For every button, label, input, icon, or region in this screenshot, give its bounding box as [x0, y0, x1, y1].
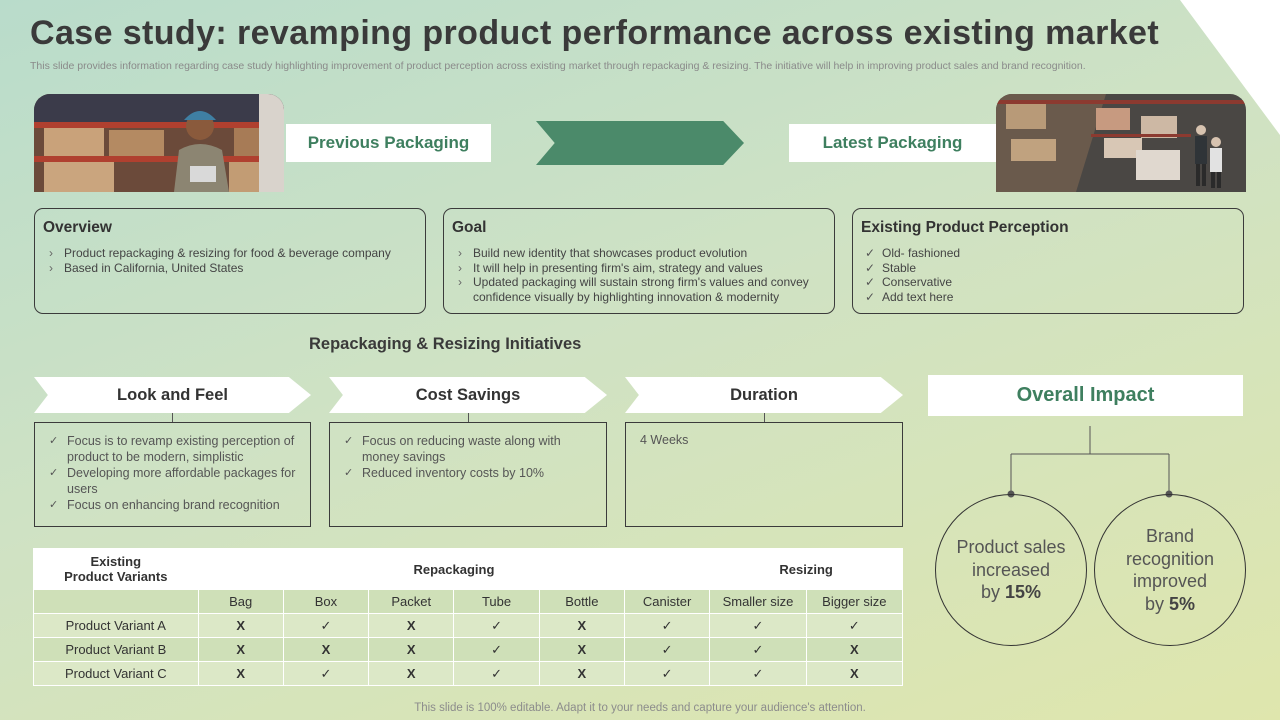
- table-cell: X: [368, 613, 455, 638]
- sales-line: increased: [971, 559, 1051, 580]
- table-cell: ✓: [709, 661, 807, 686]
- perception-heading: Existing Product Perception: [861, 219, 1069, 236]
- table-cell: X: [368, 661, 455, 686]
- table-cell: X: [805, 661, 904, 686]
- column-header: Bag: [197, 589, 284, 614]
- overview-item: Based in California, United States: [43, 261, 417, 276]
- latest-packaging-photo: [996, 94, 1246, 192]
- row-name: Product Variant A: [33, 613, 199, 638]
- goal-heading: Goal: [452, 219, 487, 236]
- duration-box: 4 Weeks: [625, 422, 903, 527]
- table-cell: X: [197, 661, 284, 686]
- table-cell: ✓: [709, 613, 807, 638]
- table-cell: X: [197, 637, 284, 662]
- previous-packaging-photo: [34, 94, 284, 192]
- overview-heading: Overview: [43, 219, 112, 236]
- brand-line: recognition: [1125, 548, 1215, 569]
- sales-value: 15%: [1004, 582, 1042, 603]
- header-resizing: Resizing: [709, 548, 903, 590]
- brand-line: Brand: [1145, 526, 1195, 546]
- sales-line: Product sales: [956, 537, 1066, 558]
- overview-item: Product repackaging & resizing for food …: [43, 246, 417, 261]
- goal-item: It will help in presenting firm's aim, s…: [452, 261, 826, 276]
- connector-line: [172, 413, 173, 423]
- perception-item: Stable: [861, 261, 1235, 276]
- cost-item: Focus on reducing waste along with money…: [338, 433, 598, 465]
- table-cell: ✓: [623, 613, 711, 638]
- connector-line: [764, 413, 765, 423]
- cost-savings-chevron: Cost Savings: [329, 377, 607, 413]
- overall-impact-title: Overall Impact: [928, 375, 1243, 416]
- latest-packaging-label: Latest Packaging: [789, 124, 996, 162]
- table-cell: ✓: [453, 661, 540, 686]
- table-cell: X: [538, 661, 625, 686]
- overview-box: Overview Product repackaging & resizing …: [34, 208, 426, 314]
- footer-note: This slide is 100% editable. Adapt it to…: [414, 702, 866, 714]
- row-name: Product Variant C: [33, 661, 199, 686]
- table-cell: ✓: [709, 637, 807, 662]
- initiatives-title: Repackaging & Resizing Initiatives: [309, 335, 582, 353]
- row-name: Product Variant B: [33, 637, 199, 662]
- table-cell: X: [538, 613, 625, 638]
- perception-item: Conservative: [861, 275, 1235, 290]
- goal-box: Goal Build new identity that showcases p…: [443, 208, 835, 314]
- brand-line: improved: [1132, 571, 1208, 591]
- column-header: Bottle: [538, 589, 625, 614]
- goal-item: Build new identity that showcases produc…: [452, 246, 826, 261]
- page-title: Case study: revamping product performanc…: [30, 14, 1160, 52]
- column-header-empty: [33, 589, 199, 614]
- table-cell: X: [282, 637, 370, 662]
- duration-text: 4 Weeks: [640, 433, 689, 447]
- column-header: Canister: [623, 589, 711, 614]
- table-cell: ✓: [623, 637, 711, 662]
- perception-box: Existing Product Perception Old- fashion…: [852, 208, 1244, 314]
- look-item: Focus is to revamp existing perception o…: [43, 433, 302, 465]
- look-item: Focus on enhancing brand recognition: [43, 497, 302, 513]
- table-cell: X: [197, 613, 284, 638]
- table-cell: ✓: [282, 661, 370, 686]
- sales-line: by: [980, 582, 1005, 603]
- table-cell: ✓: [282, 613, 370, 638]
- table-cell: ✓: [623, 661, 711, 686]
- cost-item: Reduced inventory costs by 10%: [338, 465, 598, 481]
- impact-tree-lines: [1007, 426, 1173, 498]
- table-cell: X: [368, 637, 455, 662]
- table-cell: ✓: [805, 613, 904, 638]
- transition-arrow-icon: [536, 121, 744, 165]
- look-item: Developing more affordable packages for …: [43, 465, 302, 497]
- perception-item: Old- fashioned: [861, 246, 1235, 261]
- cost-savings-box: Focus on reducing waste along with money…: [329, 422, 607, 527]
- page-subtitle: This slide provides information regardin…: [30, 60, 1086, 72]
- perception-item: Add text here: [861, 290, 1235, 305]
- brand-value: 5%: [1169, 593, 1196, 614]
- look-and-feel-box: Focus is to revamp existing perception o…: [34, 422, 311, 527]
- brand-line: by: [1144, 593, 1169, 614]
- connector-line: [468, 413, 469, 423]
- duration-chevron: Duration: [625, 377, 903, 413]
- column-header: Box: [282, 589, 370, 614]
- column-header: Smaller size: [709, 589, 807, 614]
- table-cell: ✓: [453, 613, 540, 638]
- table-cell: X: [805, 637, 904, 662]
- table-cell: X: [538, 637, 625, 662]
- look-and-feel-chevron: Look and Feel: [34, 377, 311, 413]
- previous-packaging-label: Previous Packaging: [286, 124, 491, 162]
- column-header: Tube: [453, 589, 540, 614]
- sales-impact-circle: Product sales increased by 15%: [935, 494, 1087, 646]
- table-cell: ✓: [453, 637, 540, 662]
- header-repackaging: Repackaging: [197, 548, 711, 590]
- column-header: Bigger size: [805, 589, 904, 614]
- column-header: Packet: [368, 589, 455, 614]
- goal-item: Updated packaging will sustain strong fi…: [452, 275, 826, 304]
- brand-impact-circle: Brand recognition improved by 5%: [1094, 494, 1246, 646]
